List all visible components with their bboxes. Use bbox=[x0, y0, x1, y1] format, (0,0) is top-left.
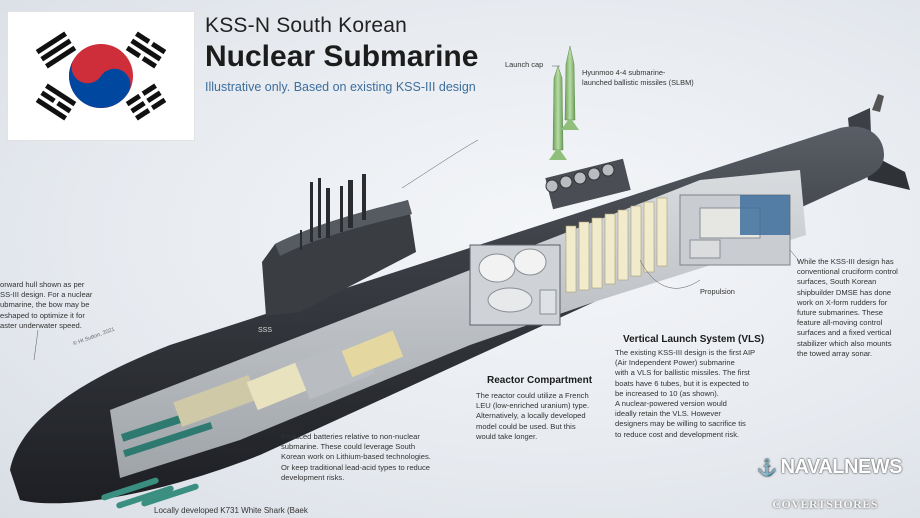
vls-line: A nuclear-powered version would bbox=[615, 399, 727, 409]
reactor-line: LEU (low-enriched uranium) type. bbox=[476, 401, 590, 411]
forward-hull-note: orward hull shown as per SS-III design. … bbox=[0, 280, 118, 331]
forward-hull-line: eshaped to optimize it for bbox=[0, 310, 85, 320]
page-subtitle: Illustrative only. Based on existing KSS… bbox=[205, 80, 476, 94]
stern-note: While the KSS-III design has conventiona… bbox=[797, 257, 915, 359]
leader-lines bbox=[33, 65, 801, 361]
batteries-note: Reduced batteries relative to non-nuclea… bbox=[281, 432, 451, 483]
stern-line: work on X-form rudders for bbox=[797, 297, 888, 307]
torpedoes bbox=[101, 477, 199, 509]
propulsion-label: Propulsion bbox=[700, 287, 735, 296]
forward-compartment-detail bbox=[120, 330, 404, 458]
batteries-line: Reduced batteries relative to non-nuclea… bbox=[281, 432, 420, 441]
navalnews-logo: ⚓ NAVALNEWS bbox=[757, 456, 902, 479]
navalnews-icon: ⚓ bbox=[757, 460, 781, 477]
vls-line: with a VLS for ballistic missiles. The f… bbox=[615, 368, 750, 378]
vls-heading: Vertical Launch System (VLS) bbox=[623, 334, 765, 345]
vls-line: designers may be willing to sacrifice ti… bbox=[615, 419, 746, 429]
vls-line: The existing KSS-III design is the first… bbox=[615, 348, 756, 357]
batteries-line: development risks. bbox=[281, 472, 345, 482]
vls-line: ideally retain the VLS. However bbox=[615, 409, 721, 419]
reactor-line: would take longer. bbox=[476, 431, 538, 441]
sail-marking: SSS bbox=[258, 327, 272, 334]
batteries-line: Or keep traditional lead-acid types to r… bbox=[281, 462, 431, 472]
batteries-line: Korean work on Lithium-based technologie… bbox=[281, 452, 431, 462]
stern-line: surfaces and a fixed vertical bbox=[797, 328, 892, 338]
stern-line: the towed array sonar. bbox=[797, 348, 873, 358]
vls-note: The existing KSS-III design is the first… bbox=[615, 348, 765, 440]
stern-line: stabilizer which also mounts bbox=[797, 338, 892, 348]
forward-hull-line: SS-III design. For a nuclear bbox=[0, 290, 93, 300]
flag-graphic bbox=[35, 31, 167, 121]
reactor-line: Alternatively, a locally developed bbox=[476, 411, 586, 421]
stern-line: future submarines. These bbox=[797, 308, 883, 318]
stern-line: While the KSS-III design has bbox=[797, 257, 894, 266]
title-block: KSS-N South Korean Nuclear Submarine Ill… bbox=[205, 14, 478, 94]
covertshores-logo: COVERTSHORES bbox=[772, 497, 878, 511]
vls-tubes bbox=[565, 197, 668, 293]
reactor-line: model could be used. But this bbox=[476, 421, 576, 431]
vls-hatches bbox=[545, 158, 631, 210]
navalnews-text: NAVALNEWS bbox=[780, 456, 903, 478]
torpedo-caption: Locally developed K731 White Shark (Baek bbox=[154, 506, 308, 515]
stern-line: conventional cruciform control bbox=[797, 267, 898, 277]
slbm-missiles bbox=[549, 45, 579, 160]
stern-line: surfaces, South Korean bbox=[797, 277, 877, 287]
propulsion-machinery bbox=[679, 194, 791, 266]
vls-line: (Air Independent Power) submarine bbox=[615, 358, 735, 368]
stern-line: feature all-moving control bbox=[797, 318, 883, 328]
reactor-note: The reactor could utilize a French LEU (… bbox=[476, 391, 606, 442]
sail bbox=[262, 174, 416, 316]
page-title-line2: Nuclear Submarine bbox=[205, 40, 479, 73]
south-korea-flag bbox=[8, 12, 194, 140]
slbm-label-line2: launched ballistic missiles (SLBM) bbox=[582, 78, 694, 87]
reactor-heading: Reactor Compartment bbox=[487, 375, 593, 386]
batteries-line: submarine. These could leverage South bbox=[281, 442, 416, 452]
slbm-label-line1: Hyunmoo 4-4 submarine- bbox=[582, 68, 666, 77]
page-title-line1: KSS-N South Korean bbox=[205, 14, 408, 37]
vls-line: boats have 6 tubes, but it is expected t… bbox=[615, 378, 749, 388]
forward-hull-line: aster underwater speed. bbox=[0, 320, 82, 330]
reactor-compartment bbox=[469, 244, 561, 326]
stern-line: shipbuilder DMSE has done bbox=[797, 287, 892, 297]
forward-hull-line: orward hull shown as per bbox=[0, 280, 85, 289]
forward-hull-line: ubmarine, the bow may be bbox=[0, 300, 90, 310]
vls-line: be increased to 10 (as shown). bbox=[615, 388, 719, 398]
reactor-line: The reactor could utilize a French bbox=[476, 391, 589, 400]
launch-cap-label: Launch cap bbox=[505, 60, 544, 69]
vls-line: to reduce cost and development risk. bbox=[615, 429, 740, 439]
